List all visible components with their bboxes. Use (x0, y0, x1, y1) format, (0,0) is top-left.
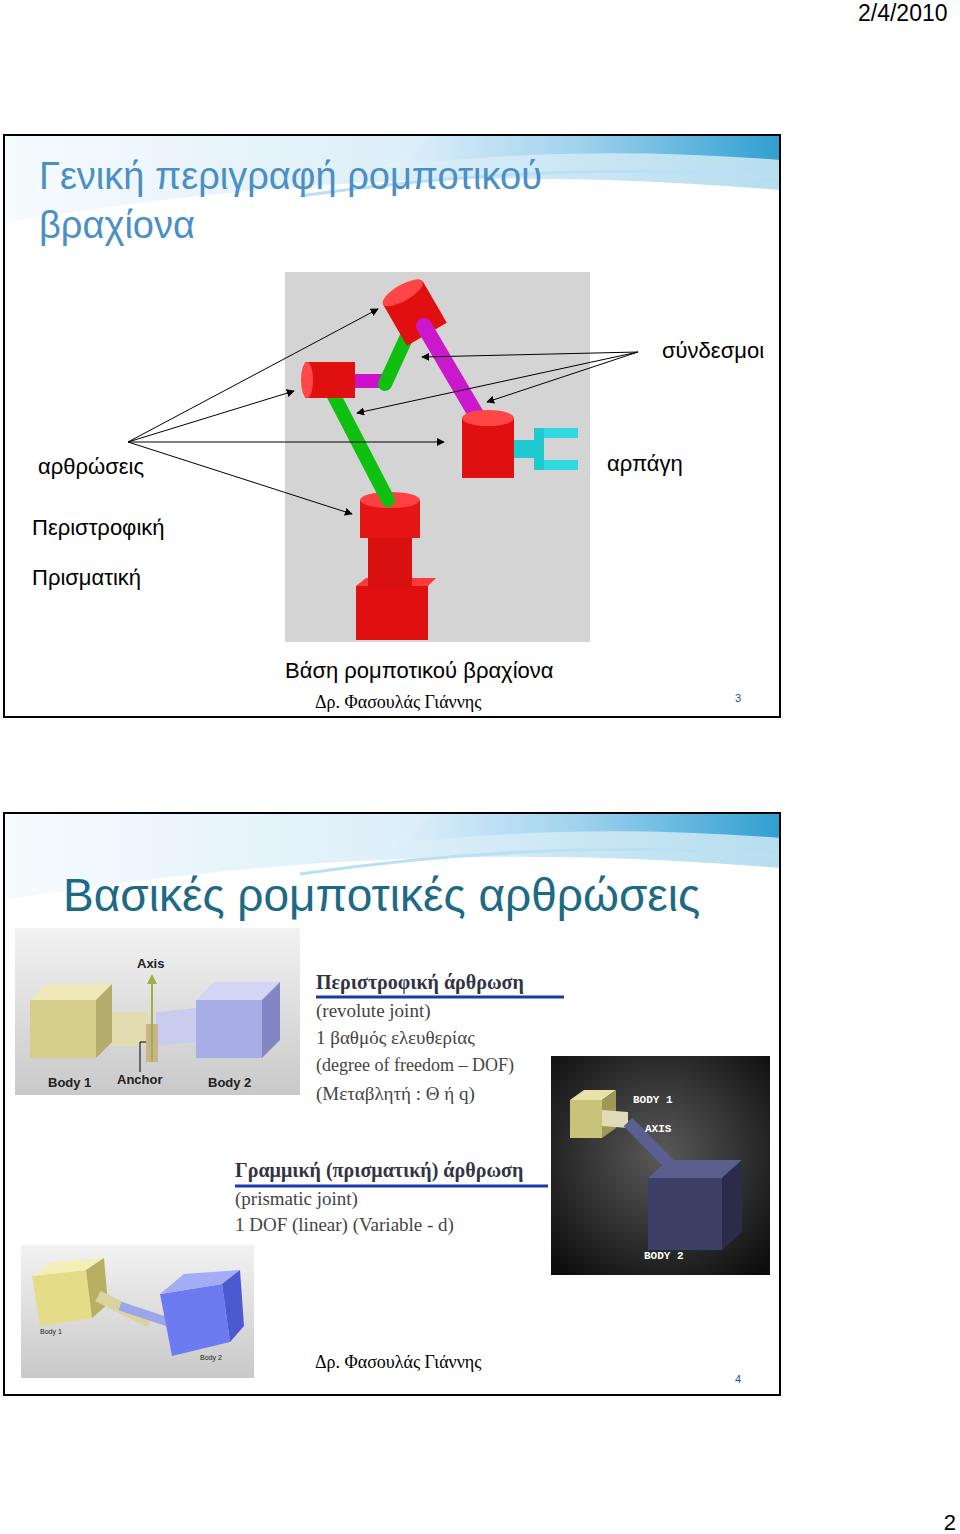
prismatic-joint-picture (551, 1056, 770, 1275)
revolute-joint-picture (15, 928, 300, 1095)
page-number: 2 (944, 1510, 956, 1534)
slide-number: 3 (735, 692, 741, 705)
part-name: Body 2 (200, 1354, 222, 1362)
slide-number: 4 (735, 1373, 741, 1386)
robot-arm-picture (285, 272, 590, 642)
joint-type: Πρισματική (32, 565, 141, 590)
part-name: BODY 1 (633, 1094, 673, 1107)
part-name: BODY 2 (644, 1250, 684, 1263)
joint-heading: Γραμμική (πρισματική) άρθρωση (235, 1159, 523, 1182)
picture-caption: Βάση ρομποτικού βραχίονα (285, 658, 554, 683)
part-name: σύνδεσμοι (662, 338, 764, 363)
part-name: αρθρώσεις (38, 454, 144, 479)
joint-type: Περιστροφική (32, 515, 165, 540)
page-date: 2/4/2010 (858, 0, 948, 26)
part-name: AXIS (645, 1123, 671, 1136)
joint-note: 1 DOF (linear) (Variable - d) (235, 1214, 454, 1236)
slide-title: Βασικές ρομποτικές αρθρώσεις (63, 814, 763, 923)
joint-note: (prismatic joint) (235, 1188, 358, 1210)
joint-note: 1 βαθμός ελευθερίας (316, 1027, 475, 1049)
title-underline (235, 1185, 548, 1188)
part-name: Body 2 (208, 1076, 251, 1091)
part-name: Anchor (117, 1073, 163, 1088)
part-name: Axis (137, 957, 164, 972)
joint-note: (degree of freedom – DOF) (316, 1055, 514, 1076)
prismatic-joint-picture (21, 1245, 254, 1378)
author-name: Δρ. Φασουλάς Γιάννης (315, 692, 481, 713)
joint-note: (Μεταβλητή : Θ ή q) (316, 1083, 475, 1105)
slide-ground (4, 135, 780, 717)
part-name: Body 1 (48, 1076, 91, 1091)
slide-title: Γενική περιγραφή ρομποτικού βραχίονα (39, 136, 599, 251)
part-name: αρπάγη (607, 451, 683, 476)
joint-note: (revolute joint) (316, 1000, 431, 1022)
author-name: Δρ. Φασουλάς Γιάννης (315, 1352, 481, 1373)
slide-frame: Γενική περιγραφή ρομποτικού βραχίονα (3, 134, 781, 718)
slide-ground (4, 813, 780, 1395)
title-underline (316, 996, 564, 999)
joint-heading: Περιστροφική άρθρωση (316, 971, 524, 994)
leader-arrows (128, 309, 638, 514)
part-name: Body 1 (40, 1328, 62, 1336)
